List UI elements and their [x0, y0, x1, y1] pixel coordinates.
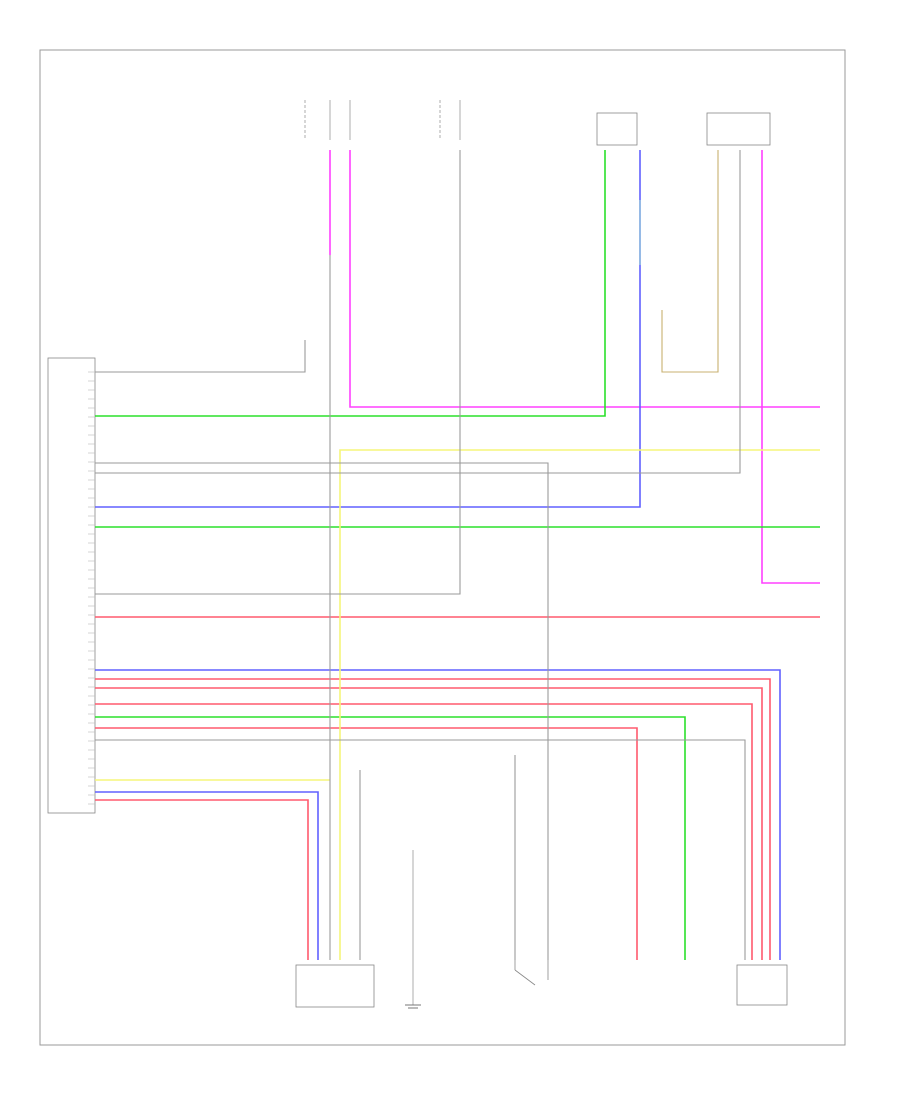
top-sensor-a: [596, 112, 638, 146]
top-left-fuse: [304, 100, 351, 140]
bottom-module-b: [736, 964, 788, 1006]
wire-blue-3: [95, 791, 319, 960]
wire-red-6: [95, 799, 309, 960]
wire-red-4: [95, 703, 753, 960]
bottom-switch: [514, 960, 549, 986]
wire-blue-1: [95, 150, 641, 508]
wire-green-3: [95, 716, 686, 960]
wire-gray-2: [95, 462, 549, 960]
left-connector: [47, 357, 96, 814]
top-sensor-b: [706, 112, 771, 146]
wire-green-1: [95, 150, 606, 417]
wire-olive-1: [661, 150, 719, 373]
wire-red-5: [95, 727, 638, 960]
diagram-frame: [39, 49, 846, 1046]
wire-gray-4: [95, 150, 461, 595]
wire-gray-1: [95, 340, 306, 373]
left-connector-pins: [88, 371, 95, 805]
bottom-ground: [405, 850, 421, 1009]
wire-magenta-1: [349, 150, 820, 408]
wire-red-3: [95, 687, 763, 960]
wire-yellow-1: [339, 449, 820, 960]
wires: [95, 150, 820, 960]
wire-gray-3: [95, 150, 741, 474]
wire-magenta-2: [761, 150, 820, 584]
wire-red-2: [95, 678, 771, 960]
wire-gray-6: [95, 739, 746, 960]
top-mid-fuse: [439, 100, 461, 140]
wire-blue-2: [95, 669, 781, 960]
bottom-module-a: [295, 964, 375, 1008]
